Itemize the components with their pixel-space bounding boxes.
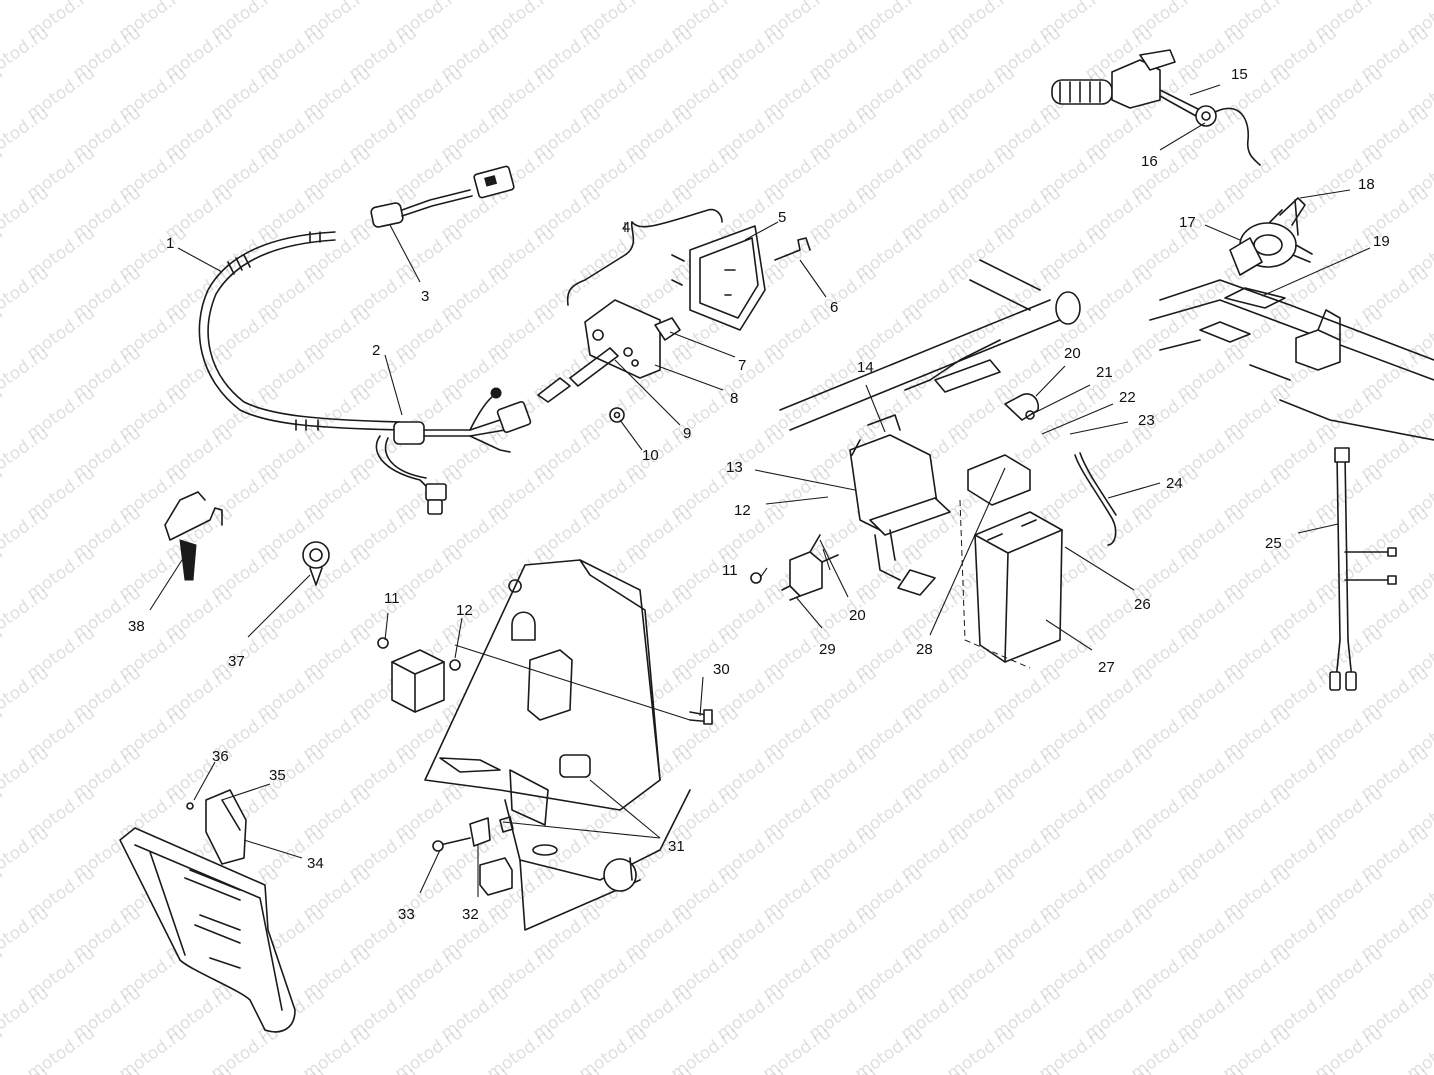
leader-lines [149,84,1371,897]
watermark-text: motod.ru [897,1063,972,1075]
callout-32: 32 [462,906,479,923]
watermark-text: motod.ru [1357,1063,1432,1075]
watermark-text: motod.ru [805,1063,880,1075]
cable-25 [1329,447,1397,691]
callout-26: 26 [1134,596,1151,613]
callout-16: 16 [1141,153,1158,170]
callout-37: 37 [228,653,245,670]
callout-30: 30 [713,661,730,678]
callout-29: 29 [819,641,836,658]
callout-9: 9 [683,425,691,442]
watermark-text: motod.ru [713,1063,788,1075]
callout-10: 10 [642,447,659,464]
callout-19: 19 [1373,233,1390,250]
callout-11-left: 11 [384,590,400,607]
callout-4: 4 [622,219,630,236]
watermark-text: motod.ru [253,1063,328,1075]
side-panel [424,559,713,931]
watermark-text: motod.ru [345,1063,420,1075]
watermark-text: motod.ru [161,1063,236,1075]
callout-5: 5 [778,209,786,226]
callout-1: 1 [166,235,174,252]
callout-34: 34 [307,855,324,872]
watermark-text: motod.ru [621,1063,696,1075]
callout-6: 6 [830,299,838,316]
callout-17: 17 [1179,214,1196,231]
callout-36: 36 [212,748,229,765]
callout-33: 33 [398,906,415,923]
callout-23: 23 [1138,412,1155,429]
callout-7: 7 [738,357,746,374]
handlebar-switch [1051,49,1261,166]
watermark-text: motod.ru [1265,1063,1340,1075]
regulator-assembly [377,534,839,713]
callout-38: 38 [128,618,145,635]
callout-31: 31 [668,838,685,855]
fasteners [164,491,330,586]
callout-12-left: 12 [456,602,473,619]
callout-28: 28 [916,641,933,658]
callout-22: 22 [1119,389,1136,406]
callout-14: 14 [857,359,874,376]
mud-flap [119,789,296,1033]
callout-labels: 1 2 3 4 5 6 7 8 9 10 11 11 12 12 13 14 1… [128,66,1390,923]
watermark-text: motod.ru [529,1063,604,1075]
callout-15: 15 [1231,66,1248,83]
callout-8: 8 [730,390,738,407]
callout-21: 21 [1096,364,1113,381]
callout-24: 24 [1166,475,1183,492]
callout-27: 27 [1098,659,1115,676]
callout-12-right: 12 [734,502,751,519]
taillight-assembly [537,208,811,423]
watermark-text: motod.ru [437,1063,512,1075]
callout-25: 25 [1265,535,1282,552]
callout-20-top: 20 [1064,345,1081,362]
watermark-text: motod.ru [69,1063,144,1075]
callout-3: 3 [421,288,429,305]
wiring-harness [198,165,532,515]
callout-20-bottom: 20 [849,607,866,624]
callout-35: 35 [269,767,286,784]
frame-battery-box [779,259,1117,669]
horn-assembly [1149,197,1434,441]
callout-13: 13 [726,459,743,476]
watermark-text: motod.ru [989,1063,1064,1075]
watermark-text: motod.ru [1173,1063,1248,1075]
watermark-text: motod.ru [1081,1063,1156,1075]
watermark-text: motod.ru [0,0,7,44]
callout-11-right: 11 [722,562,738,579]
callout-18: 18 [1358,176,1375,193]
callout-2: 2 [372,342,380,359]
watermark-text: motod.ru [0,0,53,4]
